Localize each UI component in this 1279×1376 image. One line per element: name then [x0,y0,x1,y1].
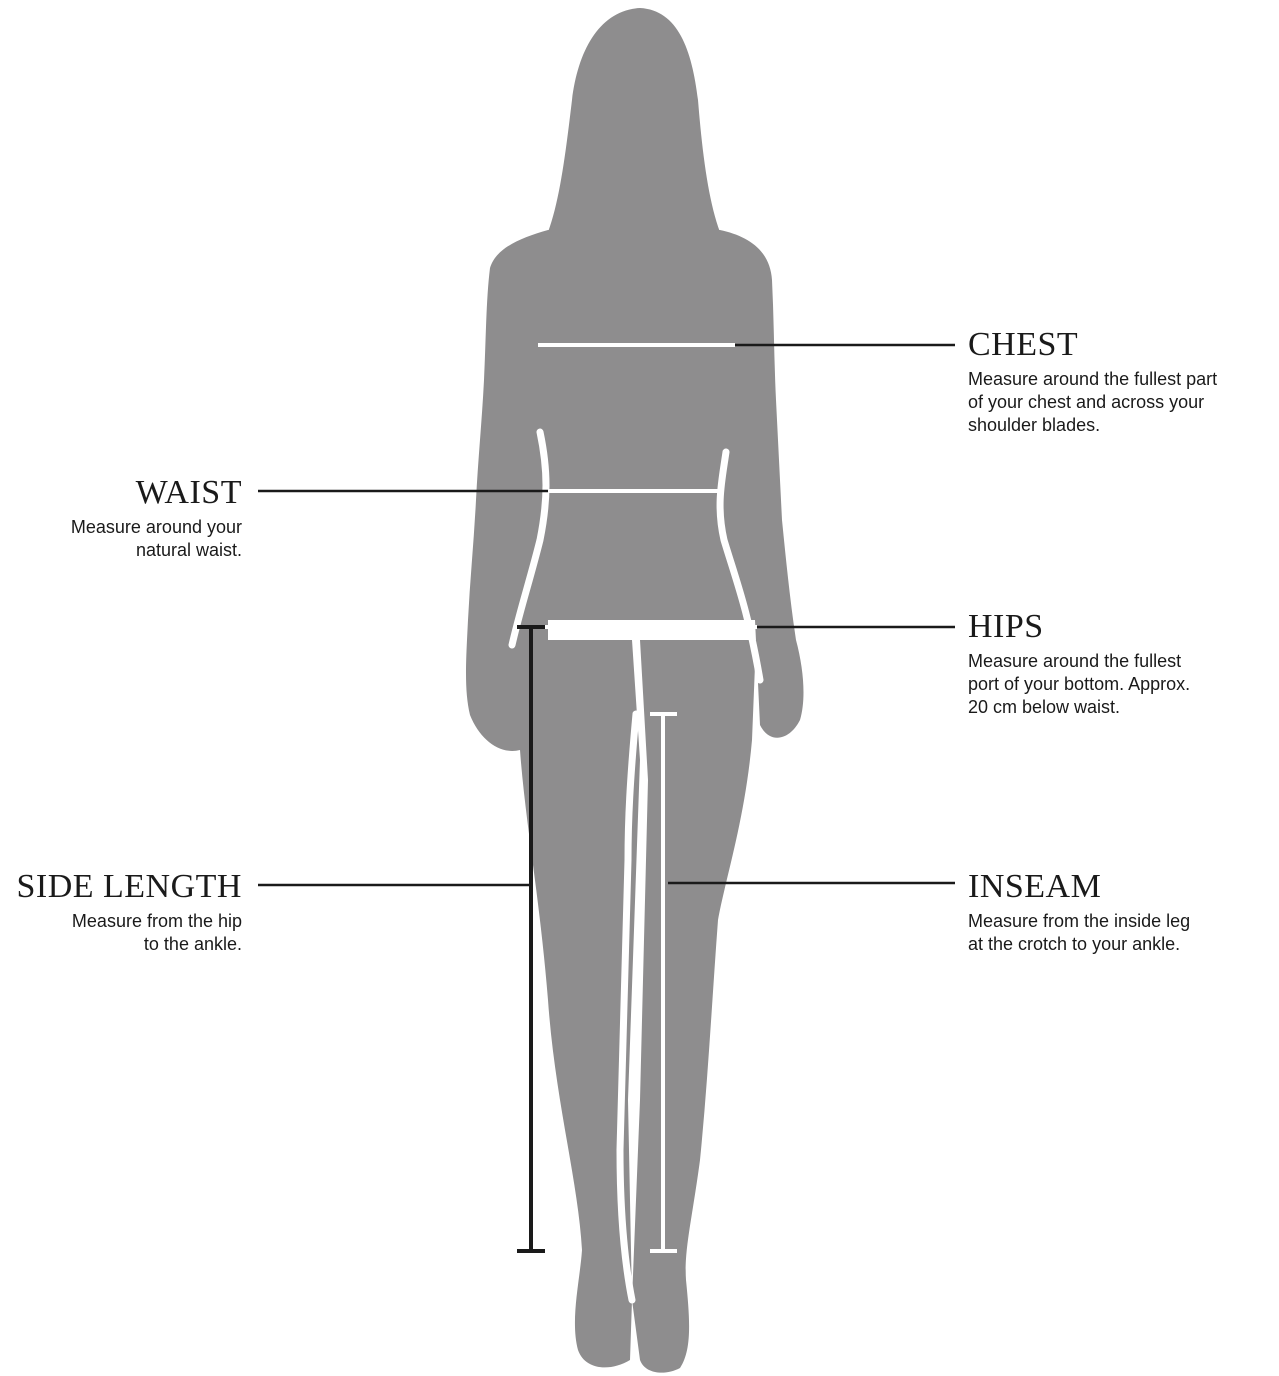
right-leg-shape [632,640,756,1373]
inseam-title: INSEAM [968,868,1273,906]
hips-title: HIPS [968,608,1273,646]
chest-label-group: CHEST Measure around the fullest part of… [968,326,1273,437]
side-length-description: Measure from the hip to the ankle. [0,910,242,956]
hips-description: Measure around the fullest port of your … [968,650,1273,719]
waist-label-group: WAIST Measure around your natural waist. [0,474,242,562]
chest-description: Measure around the fullest part of your … [968,368,1273,437]
side-length-title: SIDE LENGTH [0,868,242,906]
inseam-label-group: INSEAM Measure from the inside leg at th… [968,868,1273,956]
side-length-label-group: SIDE LENGTH Measure from the hip to the … [0,868,242,956]
waist-title: WAIST [0,474,242,512]
hips-label-group: HIPS Measure around the fullest port of … [968,608,1273,719]
head-hair-shape [548,8,720,244]
chest-title: CHEST [968,326,1273,364]
body-silhouette [466,8,803,1373]
inseam-description: Measure from the inside leg at the crotc… [968,910,1273,956]
waist-description: Measure around your natural waist. [0,516,242,562]
